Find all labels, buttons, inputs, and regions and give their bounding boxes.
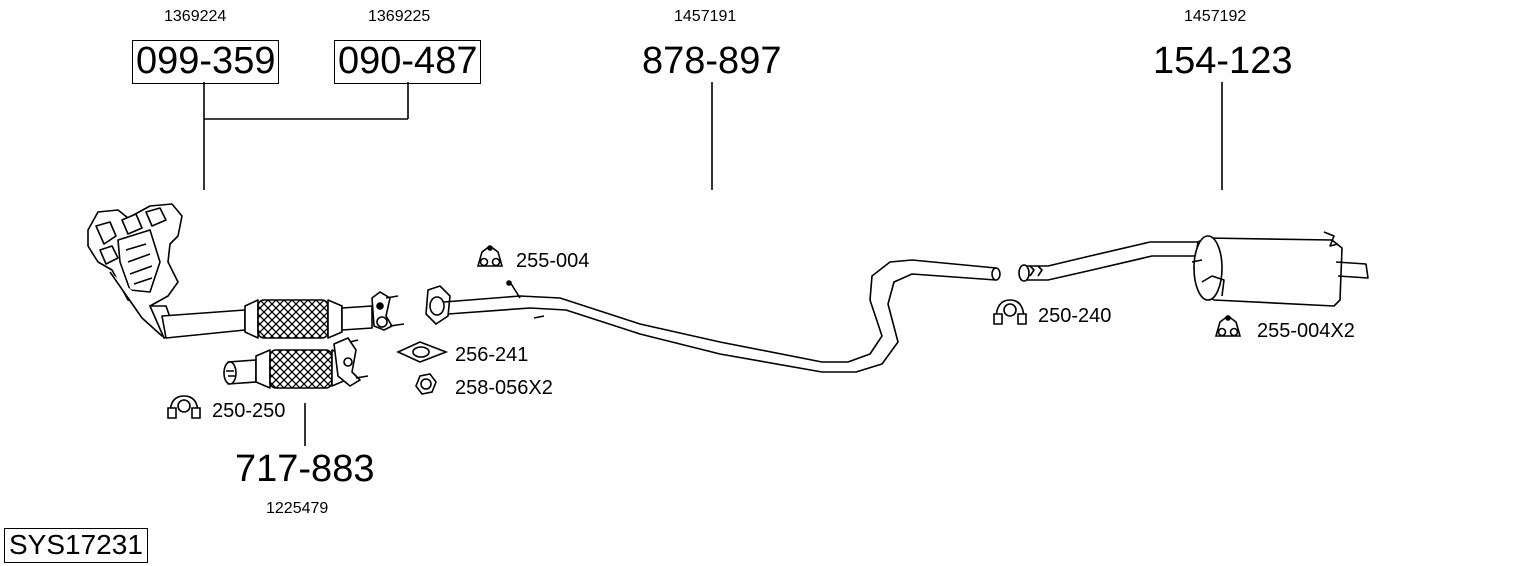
part-number[interactable]: 090-487 — [334, 40, 482, 84]
flexible-front-pipe — [223, 337, 369, 389]
system-code: SYS17231 — [4, 528, 148, 563]
accessory-number[interactable]: 255-004X2 — [1257, 320, 1355, 342]
oe-number: 1369225 — [368, 8, 431, 25]
manifold-catalytic-converter — [87, 203, 405, 339]
rubber-hanger-icon — [476, 245, 504, 267]
part-number[interactable]: 099-359 — [132, 40, 280, 84]
part-number[interactable]: 717-883 — [235, 448, 375, 490]
clamp-icon — [993, 299, 1027, 325]
accessory-number[interactable]: 255-004 — [516, 250, 590, 272]
accessory-number[interactable]: 250-240 — [1038, 305, 1112, 327]
accessory-number[interactable]: 250-250 — [212, 400, 286, 422]
gasket-icon — [396, 341, 449, 363]
rubber-hanger-icon — [1214, 315, 1242, 337]
oe-number: 1457192 — [1184, 8, 1247, 25]
oe-number: 1457191 — [674, 8, 737, 25]
middle-pipe — [425, 259, 1001, 373]
accessory-number[interactable]: 258-056X2 — [455, 377, 553, 399]
clamp-icon — [167, 395, 201, 419]
part-number[interactable]: 878-897 — [642, 40, 782, 82]
part-number[interactable]: 154-123 — [1153, 40, 1293, 82]
rear-silencer — [1018, 231, 1369, 307]
hex-nut-icon — [415, 373, 437, 395]
oe-number: 1225479 — [266, 500, 329, 517]
oe-number: 1369224 — [164, 8, 227, 25]
leader-lines — [203, 82, 1223, 446]
accessory-number[interactable]: 256-241 — [455, 344, 529, 366]
